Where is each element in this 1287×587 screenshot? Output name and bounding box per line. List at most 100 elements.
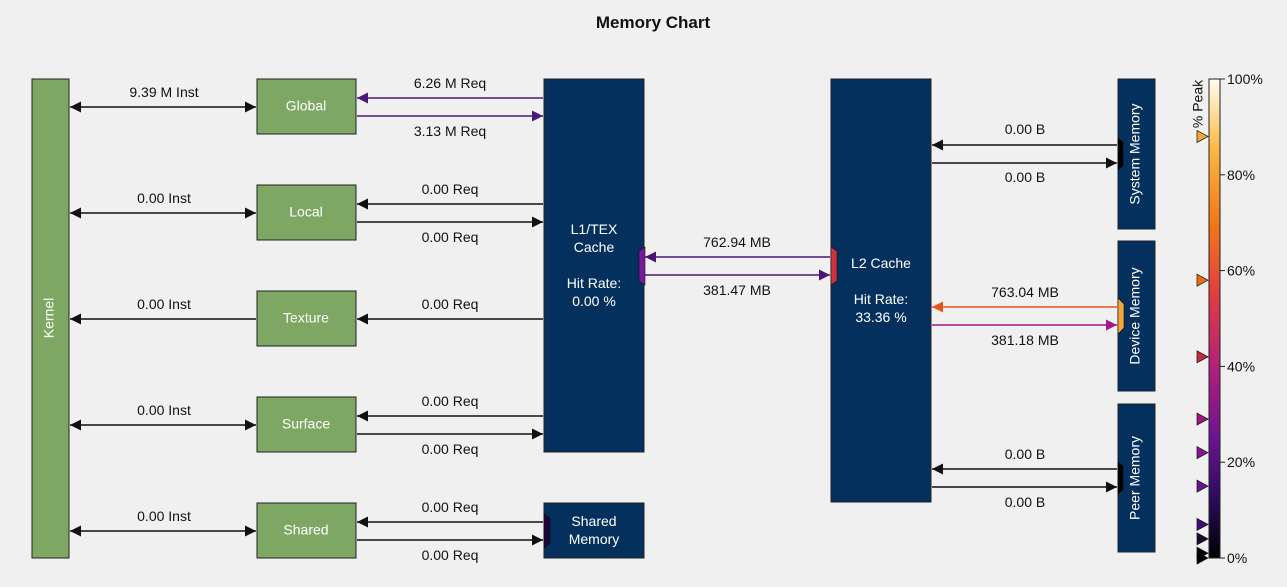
surface-box[interactable] — [256, 396, 357, 453]
kernel-box[interactable] — [31, 78, 70, 559]
l1-to-surface-link[interactable] — [357, 410, 543, 422]
system-memory-label: System Memory — [1127, 103, 1143, 204]
legend-title: % Peak — [1190, 79, 1206, 128]
chart-title: Memory Chart — [596, 13, 711, 32]
l1-to-global-link[interactable] — [357, 92, 543, 104]
shared-memory-box[interactable] — [543, 502, 645, 559]
l2-hit-rate-label: Hit Rate: — [854, 291, 908, 307]
l2-to-sys-label: 0.00 B — [1005, 169, 1045, 185]
l1-to-local-link[interactable] — [357, 198, 543, 210]
l2-to-peer-label: 0.00 B — [1005, 494, 1045, 510]
legend-marker — [1196, 129, 1209, 144]
l2-label: L2 Cache — [851, 255, 911, 271]
shared-memory-to-shared-link[interactable] — [357, 516, 543, 528]
legend-marker — [1196, 412, 1209, 426]
kernel-global-label: 9.39 M Inst — [129, 84, 198, 100]
peak-colorbar — [1208, 78, 1221, 559]
shared-memory-port — [543, 513, 551, 549]
shared-to-sm-label: 0.00 Req — [422, 547, 479, 563]
surface-to-l1-label: 0.00 Req — [422, 441, 479, 457]
ports-layer — [543, 137, 1125, 549]
kernel-surface-link[interactable] — [70, 419, 256, 431]
local-to-l1-label: 0.00 Req — [422, 229, 479, 245]
l1-from-l2-label: 762.94 MB — [703, 234, 771, 250]
global-from-l1-label: 6.26 M Req — [414, 75, 486, 91]
global-to-l1-link[interactable] — [357, 110, 543, 122]
dev-memory-port — [1117, 297, 1125, 335]
l1-to-l2-link[interactable] — [645, 269, 830, 281]
l2-to-dev-label: 381.18 MB — [991, 332, 1059, 348]
device-memory-label: Device Memory — [1127, 267, 1143, 364]
l2-from-peer-label: 0.00 B — [1005, 446, 1045, 462]
l2-from-sys-label: 0.00 B — [1005, 121, 1045, 137]
kernel-global-link[interactable] — [70, 101, 256, 113]
legend-tick-label: 0% — [1227, 550, 1247, 566]
global-label: Global — [286, 98, 326, 114]
l1-to-l2-label: 381.47 MB — [703, 282, 771, 298]
legend-marker — [1196, 517, 1209, 532]
legend-tick-label: 80% — [1227, 167, 1255, 183]
l1-label-line1: L1/TEX — [571, 221, 618, 237]
legend-marker — [1196, 350, 1209, 364]
texture-from-l1-label: 0.00 Req — [422, 296, 479, 312]
legend-marker — [1196, 532, 1209, 546]
local-from-l1-label: 0.00 Req — [422, 181, 479, 197]
kernel-shared-link[interactable] — [70, 525, 256, 537]
local-label: Local — [289, 204, 322, 220]
l2-to-sys-link[interactable] — [932, 157, 1117, 169]
dev-to-l2-link[interactable] — [932, 301, 1117, 313]
l1-l2-port-right — [830, 246, 838, 286]
global-to-l1-label: 3.13 M Req — [414, 123, 486, 139]
l2-to-peer-link[interactable] — [932, 481, 1117, 493]
l2-to-l1-link[interactable] — [645, 251, 830, 263]
local-box[interactable] — [256, 184, 357, 241]
legend-tick-label: 40% — [1227, 358, 1255, 374]
kernel-label: Kernel — [41, 298, 57, 338]
kernel-shared-label: 0.00 Inst — [137, 508, 191, 524]
peer-memory-port — [1117, 461, 1124, 495]
l2-from-dev-label: 763.04 MB — [991, 284, 1059, 300]
shared-box[interactable] — [256, 502, 357, 559]
surface-from-l1-label: 0.00 Req — [422, 393, 479, 409]
shared-label: Shared — [283, 522, 328, 538]
l1-hit-rate-label: Hit Rate: — [567, 275, 621, 291]
l1-l2-port-left — [638, 246, 646, 286]
kernel-local-link[interactable] — [70, 207, 256, 219]
legend-marker — [1196, 551, 1209, 565]
l1-tex-cache-box[interactable] — [543, 78, 645, 453]
shared-to-shared-memory-link[interactable] — [357, 534, 543, 546]
texture-label: Texture — [283, 310, 329, 326]
peer-memory-box[interactable] — [1117, 403, 1156, 553]
l2-cache-box[interactable] — [830, 78, 932, 503]
l1-to-texture-link[interactable] — [357, 313, 543, 325]
l1-label-line2: Cache — [574, 239, 615, 255]
shared-memory-label-line1: Shared — [571, 513, 616, 529]
legend-ticks: 100%80%60%40%20%0% — [1220, 71, 1263, 566]
global-box[interactable] — [256, 78, 357, 135]
peer-memory-label: Peer Memory — [1127, 436, 1143, 520]
l1-hit-rate-value: 0.00 % — [572, 293, 616, 309]
kernel-texture-label: 0.00 Inst — [137, 296, 191, 312]
surface-to-l1-link[interactable] — [357, 428, 543, 440]
legend-tick-label: 100% — [1227, 71, 1263, 87]
peer-to-l2-link[interactable] — [932, 463, 1117, 475]
peak-legend: % Peak 100%80%60%40%20%0% — [1190, 71, 1263, 566]
legend-marker — [1196, 479, 1209, 493]
legend-marker — [1196, 446, 1209, 460]
legend-marker — [1196, 273, 1209, 287]
legend-markers — [1196, 129, 1209, 565]
legend-tick-label: 60% — [1227, 263, 1255, 279]
kernel-surface-label: 0.00 Inst — [137, 402, 191, 418]
shared-from-sm-label: 0.00 Req — [422, 499, 479, 515]
local-to-l1-link[interactable] — [357, 216, 543, 228]
kernel-texture-link[interactable] — [70, 313, 256, 325]
surface-label: Surface — [282, 416, 330, 432]
shared-memory-label-line2: Memory — [569, 531, 620, 547]
texture-box[interactable] — [256, 290, 357, 347]
links-layer: 9.39 M Inst 0.00 Inst 0.00 Inst 0.00 Inst 0.… — [70, 75, 1117, 563]
sys-to-l2-link[interactable] — [932, 139, 1117, 151]
l2-hit-rate-value: 33.36 % — [855, 309, 906, 325]
kernel-local-label: 0.00 Inst — [137, 190, 191, 206]
l2-to-dev-link[interactable] — [932, 319, 1117, 331]
